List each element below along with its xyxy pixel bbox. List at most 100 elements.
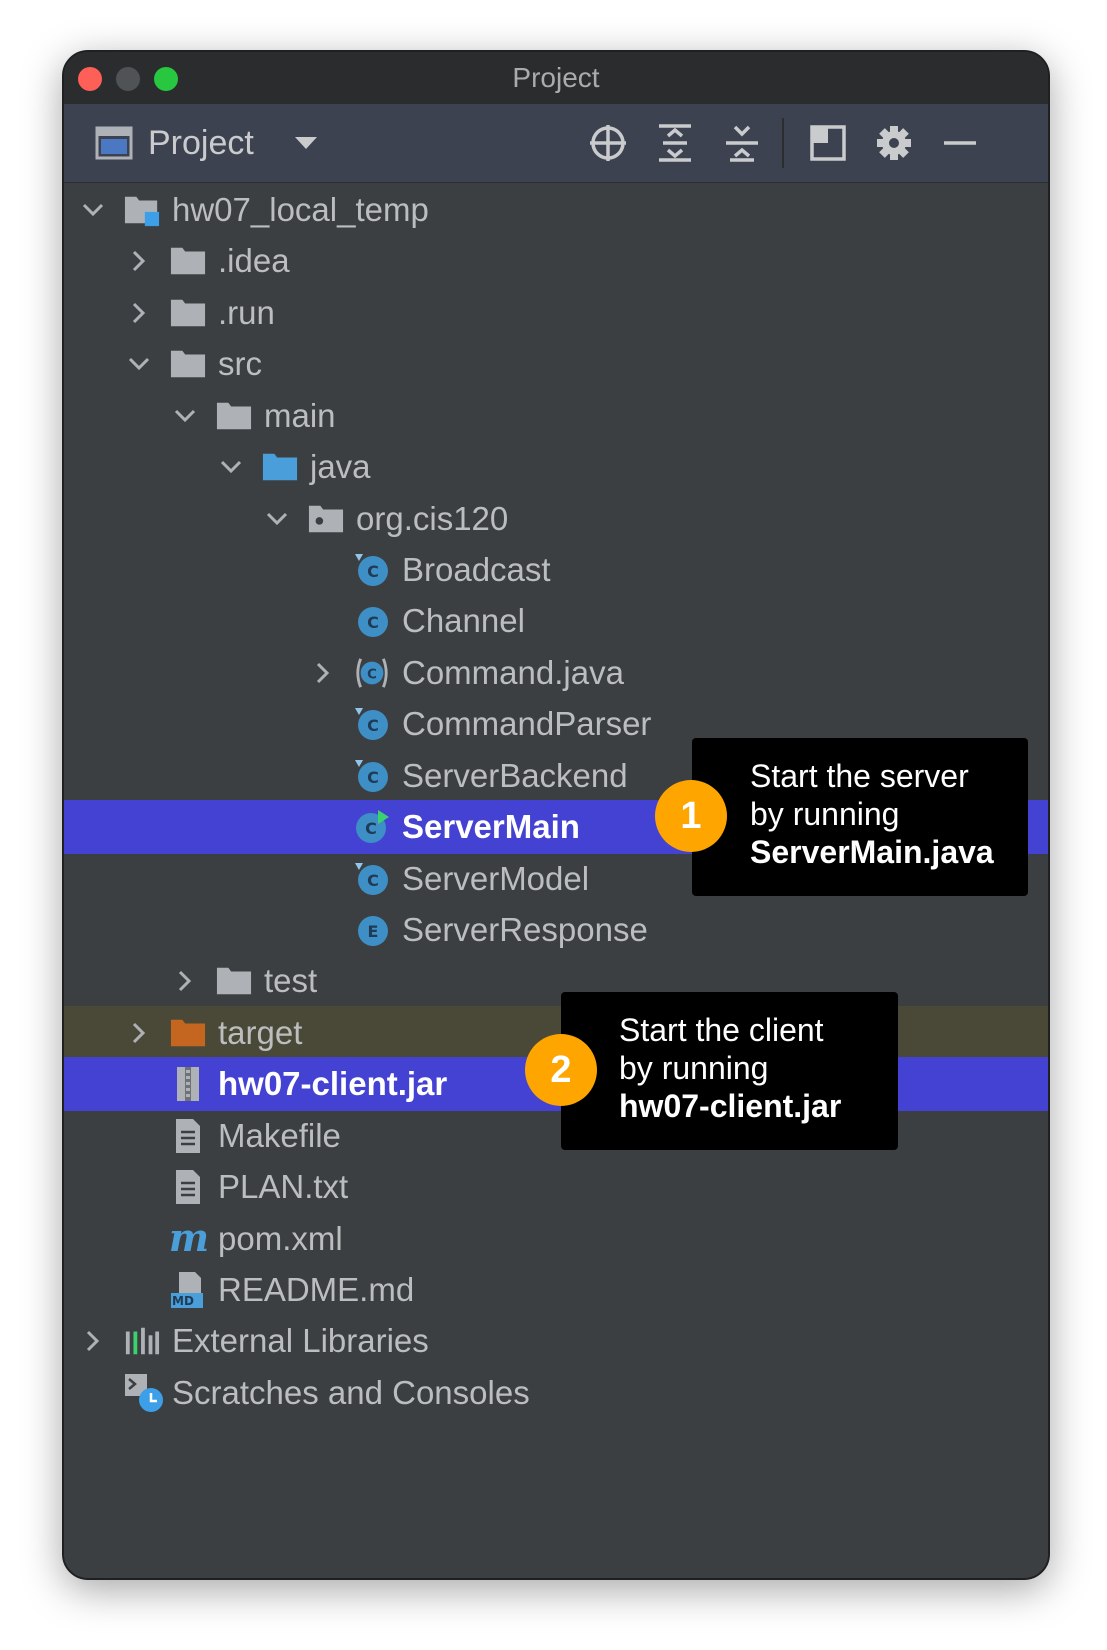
tree-row-broadcast[interactable]: C Broadcast bbox=[64, 543, 1048, 597]
tree-label-scratches: Scratches and Consoles bbox=[172, 1374, 530, 1411]
tree-row-makefile[interactable]: Makefile bbox=[64, 1109, 1048, 1163]
tree-row-server-backend[interactable]: C ServerBackend bbox=[64, 749, 1048, 803]
tree-label-server-model: ServerModel bbox=[402, 860, 590, 897]
tree-row-run[interactable]: .run bbox=[64, 286, 1048, 340]
tree-row-scratches[interactable]: Scratches and Consoles bbox=[64, 1366, 1048, 1420]
callout-server-line2: by running bbox=[750, 796, 900, 832]
chevron-right-icon[interactable] bbox=[124, 1006, 154, 1060]
tree-row-server-response[interactable]: E ServerResponse bbox=[64, 903, 1048, 957]
callout-server-line3: ServerMain.java bbox=[750, 834, 994, 870]
project-view-icon[interactable] bbox=[94, 123, 134, 163]
libraries-icon bbox=[124, 1323, 160, 1359]
dropdown-icon[interactable] bbox=[292, 131, 320, 155]
tree-label-main: main bbox=[264, 397, 336, 434]
tree-row-java[interactable]: java bbox=[64, 440, 1048, 494]
chevron-down-icon[interactable] bbox=[216, 440, 246, 494]
callout-client-line1: Start the client bbox=[619, 1012, 824, 1048]
tree-label-server-backend: ServerBackend bbox=[402, 757, 628, 794]
tree-row-plan[interactable]: PLAN.txt bbox=[64, 1160, 1048, 1214]
tree-row-server-model[interactable]: C ServerModel bbox=[64, 852, 1048, 906]
minimize-window-button[interactable] bbox=[116, 67, 140, 91]
chevron-right-icon[interactable] bbox=[124, 234, 154, 288]
java-file-icon: C bbox=[354, 655, 390, 691]
java-class-icon: C bbox=[354, 552, 390, 588]
tree-label-broadcast: Broadcast bbox=[402, 551, 551, 588]
collapse-all-icon[interactable] bbox=[722, 123, 762, 163]
tree-row-idea[interactable]: .idea bbox=[64, 234, 1048, 288]
tree-row-external-libraries[interactable]: External Libraries bbox=[64, 1314, 1048, 1368]
module-folder-icon bbox=[124, 192, 160, 228]
markdown-file-icon: MD bbox=[168, 1272, 210, 1308]
excluded-folder-icon bbox=[170, 1015, 206, 1051]
tree-label-client-jar: hw07-client.jar bbox=[218, 1065, 448, 1102]
tree-row-pom[interactable]: m pom.xml bbox=[64, 1212, 1048, 1266]
locate-icon[interactable] bbox=[588, 123, 628, 163]
markdown-badge-text: MD bbox=[172, 1294, 194, 1308]
chevron-down-icon[interactable] bbox=[262, 492, 292, 546]
java-enum-icon: E bbox=[354, 912, 390, 948]
window-title: Project bbox=[512, 62, 600, 93]
tree-label-channel: Channel bbox=[402, 602, 525, 639]
tree-label-package: org.cis120 bbox=[356, 500, 509, 537]
tree-row-test[interactable]: test bbox=[64, 954, 1048, 1008]
tree-row-main[interactable]: main bbox=[64, 389, 1048, 443]
callout-server-line1: Start the server bbox=[750, 758, 969, 794]
tree-label-command: Command.java bbox=[402, 654, 624, 691]
scratches-icon bbox=[124, 1374, 164, 1412]
tree-row-root[interactable]: hw07_local_temp bbox=[64, 183, 1048, 237]
chevron-right-icon[interactable] bbox=[78, 1314, 108, 1368]
package-icon bbox=[308, 501, 344, 537]
callout-client-badge: 2 bbox=[525, 1034, 597, 1106]
java-class-icon: C bbox=[354, 706, 390, 742]
chevron-down-icon[interactable] bbox=[78, 183, 108, 237]
minimize-icon[interactable] bbox=[940, 123, 980, 163]
tree-label-makefile: Makefile bbox=[218, 1117, 341, 1154]
svg-text:C: C bbox=[367, 562, 379, 581]
tree-row-command-parser[interactable]: C CommandParser bbox=[64, 697, 1048, 751]
svg-text:E: E bbox=[368, 922, 379, 941]
tree-row-channel[interactable]: C Channel bbox=[64, 594, 1048, 648]
maximize-window-button[interactable] bbox=[154, 67, 178, 91]
svg-text:C: C bbox=[367, 613, 379, 632]
toolbar-divider bbox=[782, 118, 784, 168]
maven-icon: m bbox=[168, 1221, 210, 1257]
svg-text:C: C bbox=[367, 668, 377, 683]
source-folder-icon bbox=[262, 449, 298, 485]
tree-label-server-main: ServerMain bbox=[402, 808, 580, 845]
callout-client-line2: by running bbox=[619, 1050, 769, 1086]
tree-label-pom: pom.xml bbox=[218, 1220, 343, 1257]
project-view-selector[interactable]: Project bbox=[148, 124, 254, 162]
title-bar: Project bbox=[64, 52, 1048, 105]
chevron-right-icon[interactable] bbox=[308, 646, 338, 700]
gear-icon[interactable] bbox=[874, 123, 914, 163]
svg-text:C: C bbox=[367, 871, 379, 890]
tree-row-package[interactable]: org.cis120 bbox=[64, 492, 1048, 546]
tree-label-root: hw07_local_temp bbox=[172, 191, 429, 228]
callout-client: Start the client by running hw07-client.… bbox=[561, 992, 898, 1150]
tree-row-readme[interactable]: MD README.md bbox=[64, 1263, 1048, 1317]
tree-label-java: java bbox=[310, 448, 371, 485]
folder-icon bbox=[216, 963, 252, 999]
callout-server: Start the server by running ServerMain.j… bbox=[692, 738, 1028, 896]
folder-icon bbox=[170, 243, 206, 279]
tree-label-command-parser: CommandParser bbox=[402, 705, 652, 742]
svg-text:C: C bbox=[367, 768, 379, 787]
tree-row-src[interactable]: src bbox=[64, 337, 1048, 391]
runnable-class-icon: C bbox=[354, 809, 390, 845]
text-file-icon bbox=[170, 1118, 206, 1154]
expand-all-icon[interactable] bbox=[655, 123, 695, 163]
chevron-down-icon[interactable] bbox=[170, 389, 200, 443]
chevron-down-icon[interactable] bbox=[124, 337, 154, 391]
java-class-icon: C bbox=[354, 603, 390, 639]
jar-file-icon bbox=[170, 1066, 206, 1102]
callout-client-line3: hw07-client.jar bbox=[619, 1088, 842, 1124]
text-file-icon bbox=[170, 1169, 206, 1205]
tree-label-idea: .idea bbox=[218, 242, 290, 279]
chevron-right-icon[interactable] bbox=[170, 954, 200, 1008]
layout-icon[interactable] bbox=[808, 123, 848, 163]
chevron-right-icon[interactable] bbox=[124, 286, 154, 340]
close-window-button[interactable] bbox=[78, 67, 102, 91]
tree-label-target: target bbox=[218, 1014, 303, 1051]
tree-row-command[interactable]: C Command.java bbox=[64, 646, 1048, 700]
tree-label-external-libraries: External Libraries bbox=[172, 1322, 429, 1359]
